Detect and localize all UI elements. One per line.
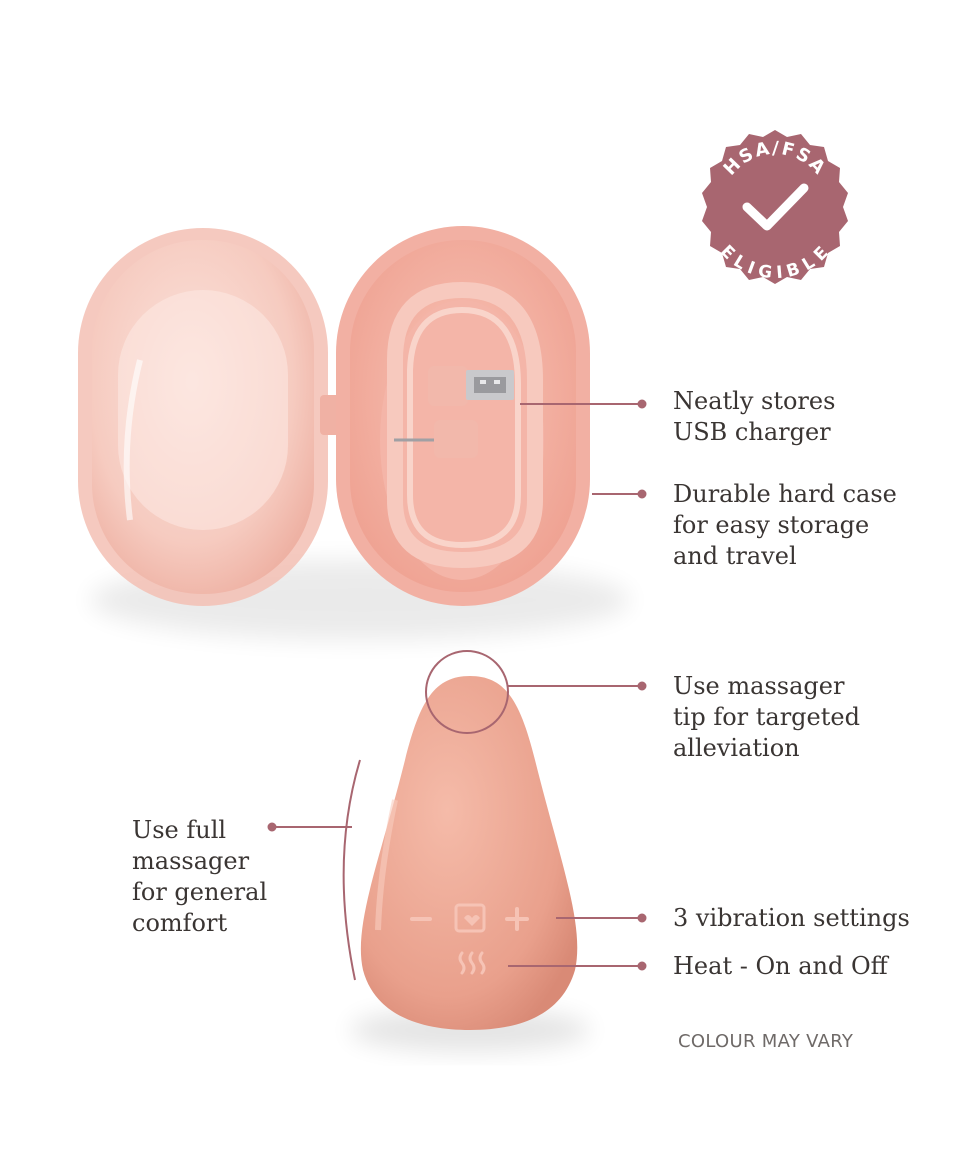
callout-massager-tip: Use massager tip for targeted alleviatio…	[673, 672, 860, 762]
badge-seal	[702, 130, 848, 284]
callout-vibration-settings: 3 vibration settings	[673, 904, 910, 932]
colour-disclaimer: COLOUR MAY VARY	[678, 1031, 854, 1052]
hsa-fsa-badge: HSA/FSA ELIGIBLE	[690, 122, 860, 292]
checkmark-icon	[742, 183, 809, 231]
callout-full-massager: Use full massager for general comfort	[132, 816, 268, 937]
callout-hard-case: Durable hard case for easy storage and t…	[673, 480, 897, 570]
heat-waves-icon	[458, 951, 486, 975]
callout-usb-charger: Neatly stores USB charger	[673, 387, 836, 446]
usb-plug	[428, 366, 514, 406]
magnetic-connector	[394, 420, 478, 458]
callout-heat: Heat - On and Off	[673, 952, 888, 980]
full-massager-arc	[342, 759, 361, 981]
case-base	[336, 226, 590, 606]
case-lid	[78, 228, 328, 606]
device-controls	[410, 903, 529, 975]
leader-lines	[267, 399, 647, 971]
tip-circle	[425, 650, 509, 734]
massager-device	[360, 676, 578, 1030]
plus-icon	[505, 907, 529, 931]
heart-box-icon	[454, 903, 486, 933]
